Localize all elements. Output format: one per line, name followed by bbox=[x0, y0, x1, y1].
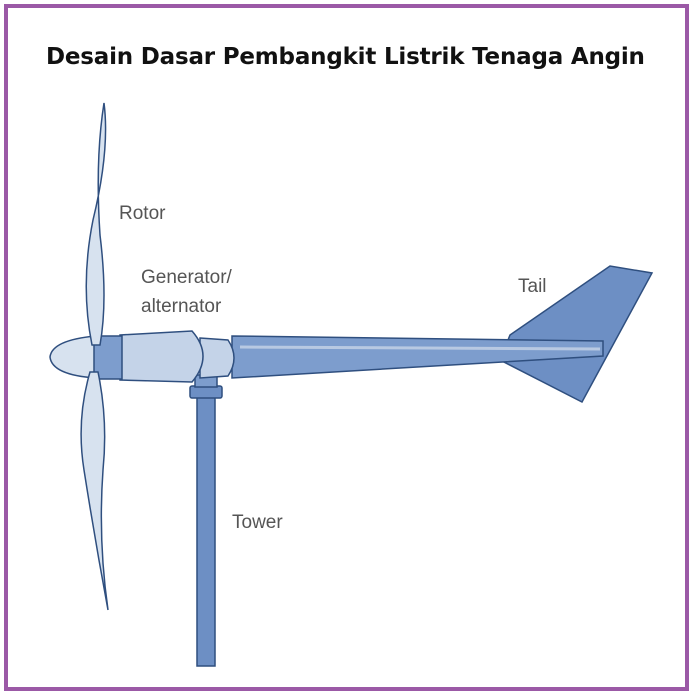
generator-neck bbox=[199, 337, 235, 379]
tail-label: Tail bbox=[518, 276, 547, 297]
rotor-blade-lower bbox=[80, 371, 109, 611]
tower-pole bbox=[196, 392, 216, 667]
tower-label: Tower bbox=[232, 512, 283, 533]
generator-label-line1: Generator/ bbox=[141, 267, 232, 288]
diagram-title: Desain Dasar Pembangkit Listrik Tenaga A… bbox=[46, 44, 645, 70]
rotor-blade-upper bbox=[85, 102, 107, 346]
tower-collar bbox=[189, 385, 223, 399]
tail-boom-highlight bbox=[239, 345, 601, 351]
generator-body bbox=[119, 330, 204, 383]
rotor-label: Rotor bbox=[119, 203, 166, 224]
nose-cone bbox=[49, 335, 97, 379]
generator-label-line2: alternator bbox=[141, 296, 222, 317]
